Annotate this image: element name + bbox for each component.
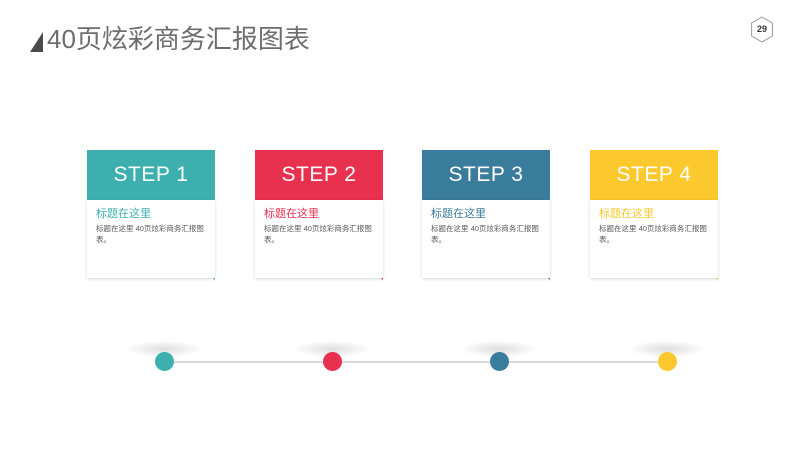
- hexagon-icon: [751, 16, 773, 43]
- dot-shadow-3: [462, 341, 536, 357]
- step-header-label-2: STEP 2: [281, 163, 357, 186]
- step-body-3: 标题在这里 标题在这里 40页炫彩商务汇报图表。: [422, 200, 550, 278]
- step-body-2: 标题在这里 标题在这里 40页炫彩商务汇报图表。: [255, 200, 383, 278]
- step-text-3: 标题在这里 40页炫彩商务汇报图表。: [431, 223, 539, 244]
- step-header-3: STEP 3: [422, 150, 550, 200]
- triangle-mark-icon: [30, 32, 43, 52]
- dot-shadow-1: [127, 341, 201, 357]
- page-title: 40页炫彩商务汇报图表: [47, 24, 310, 54]
- step-subtitle-3: 标题在这里: [431, 208, 486, 220]
- step-card-1[interactable]: STEP 1 标题在这里 标题在这里 40页炫彩商务汇报图表。: [87, 150, 215, 278]
- step-body-4: 标题在这里 标题在这里 40页炫彩商务汇报图表。: [590, 200, 718, 278]
- timeline-dot-1[interactable]: [155, 352, 174, 371]
- step-card-3[interactable]: STEP 3 标题在这里 标题在这里 40页炫彩商务汇报图表。: [422, 150, 550, 278]
- step-header-label-3: STEP 3: [448, 163, 524, 186]
- step-subtitle-2: 标题在这里: [264, 208, 319, 220]
- timeline-dot-2[interactable]: [323, 352, 342, 371]
- step-subtitle-1: 标题在这里: [96, 208, 151, 220]
- step-card-2[interactable]: STEP 2 标题在这里 标题在这里 40页炫彩商务汇报图表。: [255, 150, 383, 278]
- step-header-label-4: STEP 4: [616, 163, 692, 186]
- step-header-2: STEP 2: [255, 150, 383, 200]
- step-card-4[interactable]: STEP 4 标题在这里 标题在这里 40页炫彩商务汇报图表。: [590, 150, 718, 278]
- step-text-4: 标题在这里 40页炫彩商务汇报图表。: [599, 223, 707, 244]
- step-text-2: 标题在这里 40页炫彩商务汇报图表。: [264, 223, 372, 244]
- step-header-label-1: STEP 1: [113, 163, 189, 186]
- slide-header: 40页炫彩商务汇报图表: [30, 26, 310, 52]
- step-header-4: STEP 4: [590, 150, 718, 200]
- dot-shadow-4: [630, 341, 704, 357]
- timeline-dot-3[interactable]: [490, 352, 509, 371]
- dot-shadow-2: [295, 341, 369, 357]
- page-number-badge: 29: [750, 16, 774, 43]
- step-text-1: 标题在这里 40页炫彩商务汇报图表。: [96, 223, 204, 244]
- step-body-1: 标题在这里 标题在这里 40页炫彩商务汇报图表。: [87, 200, 215, 278]
- timeline-dot-4[interactable]: [658, 352, 677, 371]
- step-header-1: STEP 1: [87, 150, 215, 200]
- timeline-line: [164, 361, 667, 363]
- page-number-label: 29: [756, 24, 767, 34]
- step-subtitle-4: 标题在这里: [599, 208, 654, 220]
